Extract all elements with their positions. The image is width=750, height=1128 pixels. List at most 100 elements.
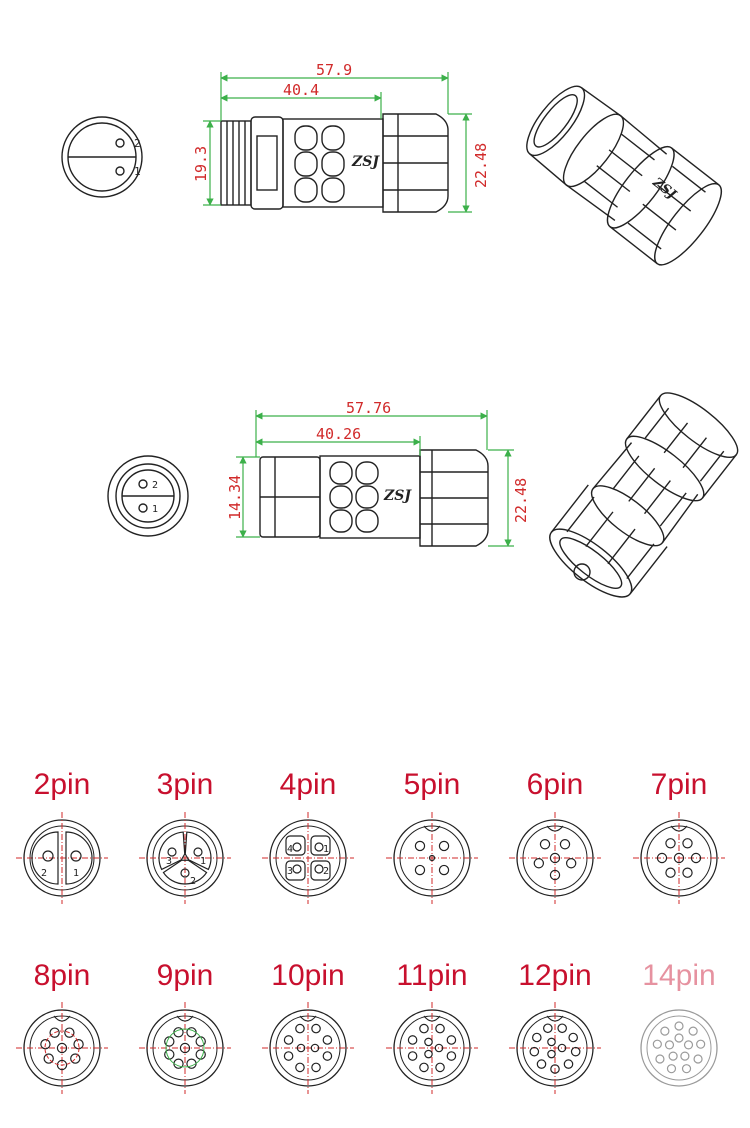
pin-option-14: 14pin — [640, 959, 718, 1087]
pin-hole — [292, 842, 302, 852]
pin-number: 1 — [323, 844, 329, 855]
pin-option-label: 8pin — [34, 959, 91, 992]
plug-dim-body-length: 40.4 — [283, 81, 319, 99]
pin-hole — [56, 1059, 68, 1071]
pin-hole — [557, 1043, 567, 1053]
pin-hole — [283, 1035, 294, 1045]
pin-hole — [40, 1039, 51, 1050]
pin-hole — [570, 1046, 581, 1057]
pin-hole — [693, 1054, 703, 1064]
pin-option-label: 14pin — [642, 959, 715, 992]
keyway-notch — [546, 1015, 564, 1022]
pin-hole — [665, 867, 676, 878]
pin-number: 2 — [190, 876, 196, 887]
pin-hole — [310, 1043, 320, 1053]
pin-hole — [296, 1043, 306, 1053]
plug-brand-mark: ZSJ — [351, 154, 380, 170]
pin-option-label: 9pin — [157, 959, 214, 992]
keyway-notch — [423, 1015, 441, 1022]
pin-number: 1 — [73, 868, 79, 879]
pin-hole — [435, 1062, 445, 1073]
socket-side-view — [259, 449, 489, 547]
socket-dim-nut-dia: 22.48 — [512, 478, 530, 523]
pin-hole — [424, 1037, 433, 1047]
pin-hole — [314, 842, 324, 852]
pin-hole — [547, 1049, 556, 1059]
pin-option-label: 4pin — [280, 768, 337, 801]
plug-face-pin-1: 1 — [134, 165, 141, 178]
pin-hole — [434, 1043, 444, 1053]
pin-hole — [428, 854, 436, 862]
pin-hole — [435, 1023, 445, 1034]
keyway-notch — [423, 825, 441, 832]
pin-hole — [446, 1051, 457, 1061]
pin-hole — [414, 840, 426, 852]
plug-face-view — [61, 116, 143, 198]
pin-number: 3 — [287, 866, 293, 877]
plug-dim-total-length: 57.9 — [316, 61, 352, 79]
keyway-notch — [176, 1015, 194, 1022]
pin-hole — [56, 1042, 68, 1054]
pin-number: 2 — [41, 868, 47, 879]
pin-hole — [666, 1064, 677, 1074]
pin-hole — [180, 868, 190, 878]
pin-hole — [322, 1051, 333, 1061]
pin-hole — [295, 1062, 305, 1073]
pin-hole — [664, 1040, 675, 1050]
pin-hole — [688, 1026, 698, 1036]
socket-dimension-lines — [236, 410, 514, 547]
pin-hole — [547, 1037, 556, 1047]
pin-option-label: 12pin — [518, 959, 591, 992]
pin-hole — [565, 858, 577, 869]
pin-hole — [49, 1027, 60, 1038]
pin-hole — [70, 850, 82, 862]
pin-option-11: 11pin — [386, 959, 478, 1094]
insert-quadrant — [285, 860, 306, 881]
pin-option-12: 12pin — [509, 959, 601, 1094]
pin-hole — [696, 1039, 706, 1049]
pitch-circle — [44, 1030, 80, 1066]
pin-hole — [680, 1051, 690, 1061]
plug-dim-nut-dia: 22.48 — [472, 143, 490, 188]
insert-quadrant — [310, 860, 331, 881]
pin-hole — [682, 867, 693, 878]
pin-hole — [668, 1051, 678, 1061]
socket-face-pin-2: 2 — [152, 480, 158, 491]
pin-hole — [424, 1049, 433, 1059]
pitch-circle — [165, 1028, 205, 1068]
pin-hole — [533, 858, 545, 869]
insert-sector — [158, 831, 186, 871]
insert-quadrant — [285, 835, 306, 856]
keyway-notch — [53, 1015, 71, 1022]
pin-hole — [529, 1046, 540, 1057]
pin-option-9: 9pin — [139, 959, 231, 1094]
pin-hole — [64, 1027, 75, 1038]
pin-hole — [419, 1023, 429, 1034]
keyway-notch — [670, 825, 688, 832]
socket-dim-total-length: 57.76 — [346, 399, 391, 417]
plug-face-pin-2: 2 — [134, 137, 141, 150]
pin-hole — [311, 1023, 321, 1034]
connector-inner-ring — [646, 1015, 712, 1081]
pin-hole — [446, 1035, 457, 1045]
socket-perspective-view — [549, 392, 739, 598]
pin-option-label: 5pin — [404, 768, 461, 801]
pin-option-label: 6pin — [527, 768, 584, 801]
pin-hole — [557, 1023, 567, 1034]
pin-hole — [283, 1051, 294, 1061]
pin-hole — [549, 852, 561, 864]
pin-hole — [568, 1032, 578, 1043]
pin-option-label: 11pin — [396, 959, 467, 992]
pin-hole — [543, 1023, 553, 1034]
pin-option-5: 5pin — [386, 768, 478, 904]
pin-option-label: 2pin — [34, 768, 91, 801]
pin-hole — [536, 1059, 547, 1069]
pin-hole — [70, 1053, 81, 1064]
pin-hole — [179, 1042, 191, 1054]
pin-hole — [674, 1021, 684, 1031]
keyway-notch — [299, 1015, 317, 1022]
